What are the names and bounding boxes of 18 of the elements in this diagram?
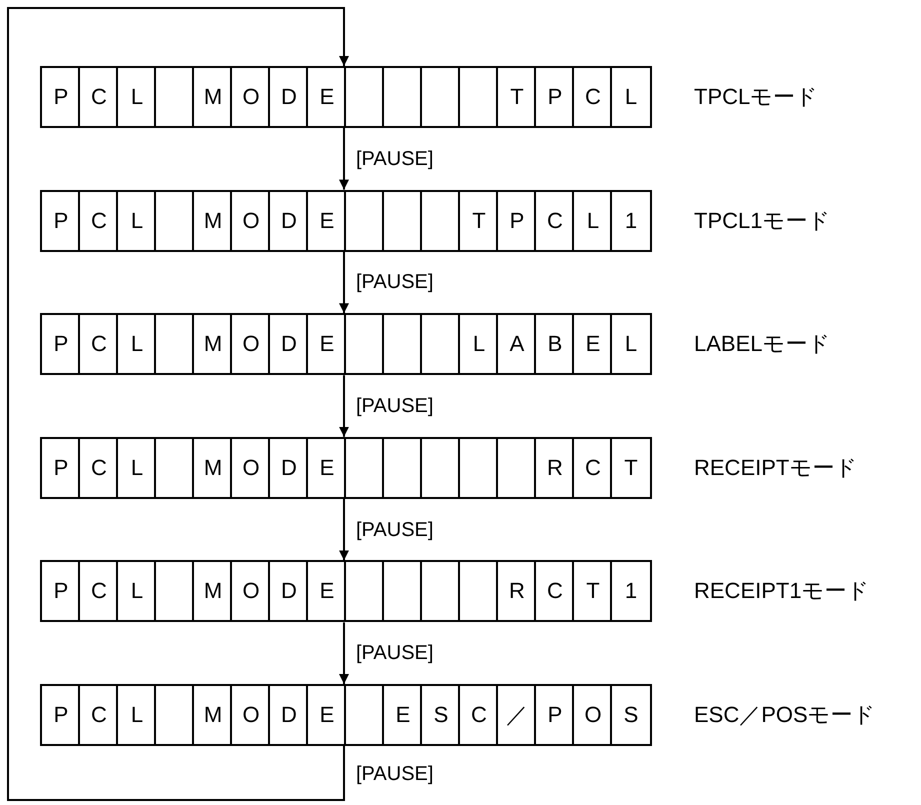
- arrow: [339, 128, 349, 190]
- lcd-display-row: [40, 560, 652, 622]
- arrow: [339, 498, 349, 560]
- arrow: [339, 375, 349, 437]
- lcd-display-row: [40, 66, 652, 128]
- mode-label: ESC／POSモード: [694, 702, 876, 728]
- mode-label: LABELモード: [694, 331, 830, 358]
- arrow: [339, 252, 349, 314]
- mode-label: RECEIPTモード: [694, 454, 858, 481]
- lcd-display-row: [40, 190, 652, 252]
- lcd-display-row: [40, 313, 652, 376]
- mode-label: TPCL1モード: [694, 208, 830, 234]
- arrow: [339, 622, 349, 684]
- arrow: [7, 7, 349, 801]
- mode-label: TPCLモード: [694, 84, 818, 110]
- lcd-display-row: [40, 684, 652, 746]
- mode-label: RECEIPT1モード: [694, 578, 870, 604]
- lcd-display-row: [40, 436, 652, 499]
